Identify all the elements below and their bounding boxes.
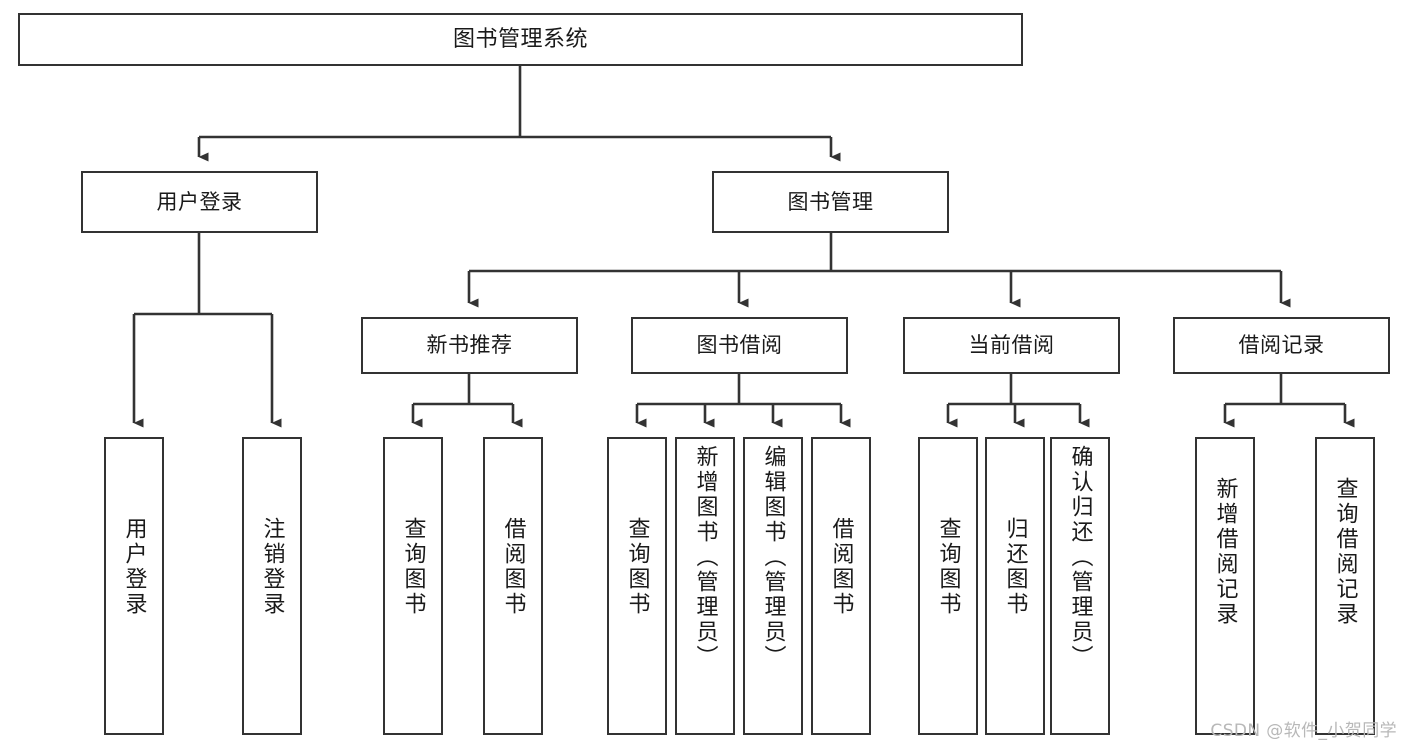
node-book-borrowing[interactable]: 图书借阅 bbox=[631, 317, 848, 374]
leaf-new-book-query[interactable]: 查询图书 bbox=[383, 437, 443, 735]
node-label: 当前借阅 bbox=[968, 333, 1055, 358]
leaf-user-login-signin[interactable]: 用户登录 bbox=[104, 437, 164, 735]
leaf-book-borrow-edit-admin[interactable]: 编辑图书（管理员） bbox=[743, 437, 803, 735]
node-label: 编辑图书（管理员） bbox=[760, 445, 786, 670]
node-label: 图书借阅 bbox=[696, 333, 783, 358]
node-borrowing-record[interactable]: 借阅记录 bbox=[1173, 317, 1390, 374]
leaf-current-borrow-confirm-return-admin[interactable]: 确认归还（管理员） bbox=[1050, 437, 1110, 735]
node-current-borrowing[interactable]: 当前借阅 bbox=[903, 317, 1120, 374]
node-label: 图书管理系统 bbox=[452, 26, 588, 52]
node-label: 借阅图书 bbox=[828, 517, 854, 617]
node-label: 新增图书（管理员） bbox=[692, 445, 718, 670]
node-label: 注销登录 bbox=[259, 517, 285, 617]
leaf-borrow-record-add[interactable]: 新增借阅记录 bbox=[1195, 437, 1255, 735]
node-user-login[interactable]: 用户登录 bbox=[81, 171, 318, 233]
node-label: 新增借阅记录 bbox=[1212, 477, 1238, 627]
node-label: 新书推荐 bbox=[426, 333, 513, 358]
leaf-current-borrow-query[interactable]: 查询图书 bbox=[918, 437, 978, 735]
node-label: 用户登录 bbox=[156, 189, 243, 214]
node-label: 查询图书 bbox=[624, 517, 650, 617]
node-label: 借阅图书 bbox=[500, 517, 526, 617]
csdn-watermark: CSDN @软件_小贺同学 bbox=[1210, 721, 1397, 741]
node-label: 借阅记录 bbox=[1238, 333, 1325, 358]
node-label: 查询图书 bbox=[400, 517, 426, 617]
leaf-book-borrow-query[interactable]: 查询图书 bbox=[607, 437, 667, 735]
node-label: 归还图书 bbox=[1002, 517, 1028, 617]
leaf-user-login-signout[interactable]: 注销登录 bbox=[242, 437, 302, 735]
leaf-book-borrow-borrow[interactable]: 借阅图书 bbox=[811, 437, 871, 735]
node-book-management[interactable]: 图书管理 bbox=[712, 171, 949, 233]
node-label: 查询借阅记录 bbox=[1332, 477, 1358, 627]
leaf-new-book-borrow[interactable]: 借阅图书 bbox=[483, 437, 543, 735]
node-label: 图书管理 bbox=[787, 189, 874, 214]
leaf-book-borrow-add-admin[interactable]: 新增图书（管理员） bbox=[675, 437, 735, 735]
node-label: 确认归还（管理员） bbox=[1067, 445, 1093, 670]
node-new-book-recommendation[interactable]: 新书推荐 bbox=[361, 317, 578, 374]
leaf-current-borrow-return[interactable]: 归还图书 bbox=[985, 437, 1045, 735]
leaf-borrow-record-query[interactable]: 查询借阅记录 bbox=[1315, 437, 1375, 735]
node-label: 用户登录 bbox=[121, 517, 147, 617]
node-root-library-management-system[interactable]: 图书管理系统 bbox=[18, 13, 1023, 66]
node-label: 查询图书 bbox=[935, 517, 961, 617]
